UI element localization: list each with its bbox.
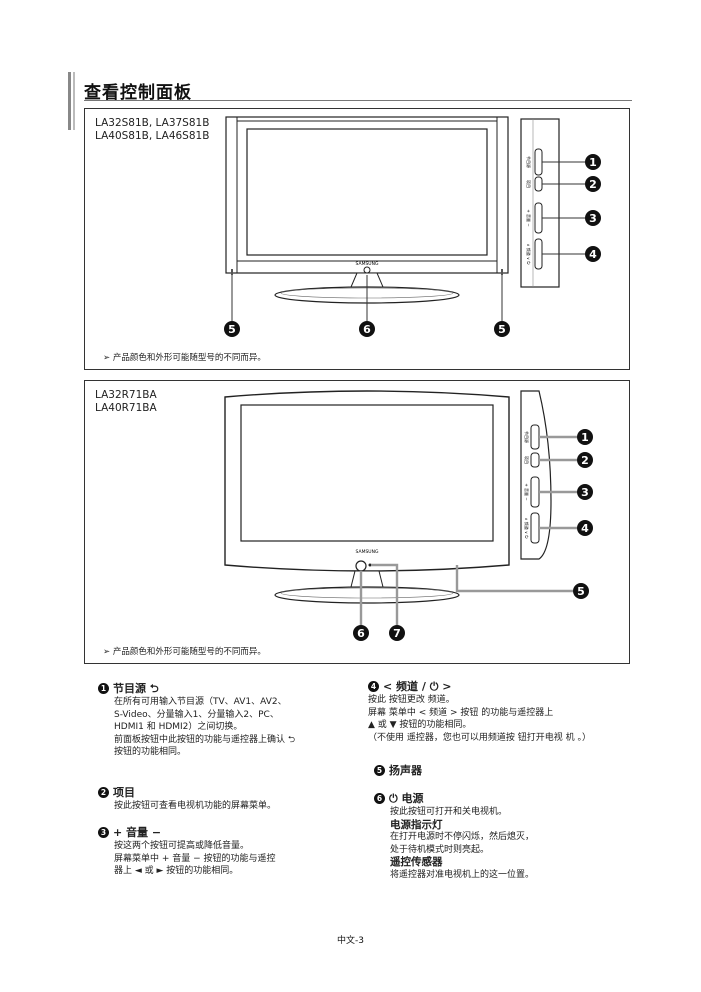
brand-logo: SAMSUNG: [356, 549, 379, 555]
callout-6: 6: [363, 323, 371, 336]
channel-button-shape: [530, 512, 540, 544]
body-line: S-Video、分量输入1、分量输入2、PC、: [114, 709, 279, 720]
body-line: 按此按钮可查看电视机功能的屏幕菜单。: [114, 801, 277, 811]
tv-stand: [274, 586, 460, 604]
body-line: ▲ 或 ▼ 按钮的功能相同。: [368, 720, 472, 730]
section-power: 6 ⏻ 电源 按此按钮可打开和关电视机。 电源指示灯 在打开电源时不停闪烁，然后熄…: [374, 792, 644, 881]
tv-screen: [246, 128, 488, 256]
side-panel-view: [520, 390, 552, 560]
note-text: ➢ 产品颜色和外形可能随型号的不同而异。: [103, 647, 266, 657]
source-button-shape: [530, 424, 540, 450]
section-marker: [68, 72, 71, 130]
section-title: 节目源 ⮌: [113, 682, 159, 695]
section-title: 扬声器: [389, 764, 422, 777]
item-number: 5: [374, 765, 385, 776]
channel-button-shape: [534, 238, 543, 270]
tv-neck: [350, 570, 384, 588]
callout-4: 4: [581, 522, 589, 535]
volume-button-shape: [534, 202, 543, 234]
body-line: 按此按钮可打开和关电视机。: [390, 807, 508, 817]
subsection-title: 遥控传感器: [390, 856, 443, 868]
body-line: 在打开电源时不停闪烁，然后熄灭，: [390, 832, 535, 842]
body-line: 按此 按钮更改 频道。: [368, 695, 455, 705]
callout-1: 1: [581, 431, 589, 444]
callout-2: 2: [589, 178, 597, 191]
section-source: 1 节目源 ⮌ 在所有可用输入节目源（TV、AV1、AV2、 S-Video、分量…: [98, 682, 348, 759]
tv-screen: [240, 404, 494, 542]
model-line: LA32S81B, LA37S81B: [95, 117, 210, 129]
callout-3: 3: [589, 212, 597, 225]
diagram-panel-2: LA32R71BA LA40R71BA SAMSUNG 节目源 项目 + 音量 …: [84, 380, 630, 664]
side-label: 节目源: [526, 156, 532, 168]
body-line: 将遥控器对准电视机上的这一位置。: [390, 869, 535, 880]
page-number: 中文-3: [337, 936, 364, 946]
side-label: ∧ 频道 ∨ ⏻: [526, 244, 532, 266]
tv-diagram-1: SAMSUNG 节目源 项目 + 音量 − ∧ 频道 ∨ ⏻ 1 2 3: [224, 116, 601, 337]
side-label: 节目源: [524, 431, 530, 443]
callout-1: 1: [589, 156, 597, 169]
body-line: 器上 ◄ 或 ► 按钮的功能相同。: [114, 866, 239, 876]
callout-6: 6: [357, 627, 365, 640]
power-button-icon: [355, 560, 367, 572]
body-line: 屏幕菜单中 + 音量 − 按钮的功能与遥控: [114, 853, 276, 864]
side-label: 项目: [526, 180, 532, 188]
model-line: LA32R71BA: [95, 389, 157, 401]
volume-button-shape: [530, 476, 540, 508]
menu-button-shape: [534, 176, 543, 192]
body-line: 前面板按钮中此按钮的功能与遥控器上确认 ⮌: [114, 734, 296, 745]
section-title: ⏻ 电源: [389, 792, 424, 805]
body-line: 屏幕 菜单中 < 频道 > 按钮 的功能与遥控器上: [368, 707, 554, 718]
subsection-title: 电源指示灯: [390, 818, 443, 831]
side-label: ∧ 频道 ∨ ⏻: [524, 518, 530, 540]
body-line: 按这两个按钮可提高或降低音量。: [114, 841, 250, 851]
note-text: ➢ 产品颜色和外形可能随型号的不同而异。: [103, 353, 266, 363]
callout-7: 7: [393, 627, 401, 640]
section-menu: 2 项目 按此按钮可查看电视机功能的屏幕菜单。: [98, 786, 348, 813]
body-line: 在所有可用输入节目源（TV、AV1、AV2、: [114, 697, 287, 707]
item-number: 1: [98, 683, 109, 694]
diagram-panel-1: LA32S81B, LA37S81B LA40S81B, LA46S81B SA…: [84, 108, 630, 370]
page-title: 查看控制面板: [84, 83, 192, 103]
section-title: < 频道 / ⏻ >: [383, 680, 452, 693]
side-label: + 音量 −: [526, 209, 532, 226]
menu-button-shape: [530, 452, 540, 468]
section-title: + 音量 −: [113, 826, 162, 839]
callout-3: 3: [581, 486, 589, 499]
title-rule: [84, 100, 632, 101]
model-line: LA40S81B, LA46S81B: [95, 130, 210, 142]
section-marker-light: [73, 72, 75, 130]
model-line: LA40R71BA: [95, 402, 157, 414]
item-number: 3: [98, 827, 109, 838]
section-volume: 3 + 音量 − 按这两个按钮可提高或降低音量。 屏幕菜单中 + 音量 − 按钮的…: [98, 826, 348, 878]
tv-diagram-2: SAMSUNG 节目源 项目 + 音量 − ∧ 频道 ∨ ⏻ 1 2 3 4 5: [224, 390, 593, 641]
item-number: 4: [368, 681, 379, 692]
section-channel: 4 < 频道 / ⏻ > 按此 按钮更改 频道。 屏幕 菜单中 < 频道 > 按钮…: [368, 680, 648, 744]
power-button-icon: [363, 266, 371, 274]
callout-5: 5: [577, 585, 585, 598]
item-number: 6: [374, 793, 385, 804]
side-label: + 音量 −: [524, 483, 530, 500]
body-line: 处于待机模式时则亮起。: [390, 844, 490, 855]
brand-logo: SAMSUNG: [356, 261, 379, 267]
source-button-shape: [534, 148, 543, 176]
body-line: （不使用 遥控器，您也可以用频道按 钮打开电视 机 。）: [368, 732, 591, 743]
side-label: 项目: [524, 456, 530, 464]
callout-4: 4: [589, 248, 597, 261]
callout-5: 5: [228, 323, 236, 336]
item-number: 2: [98, 787, 109, 798]
callout-5b: 5: [498, 323, 506, 336]
body-line: 按钮的功能相同。: [114, 747, 187, 757]
callout-2: 2: [581, 454, 589, 467]
section-speaker: 5 扬声器: [374, 764, 644, 778]
section-title: 项目: [113, 786, 135, 799]
body-line: HDMI1 和 HDMI2）之间切换。: [114, 722, 243, 732]
